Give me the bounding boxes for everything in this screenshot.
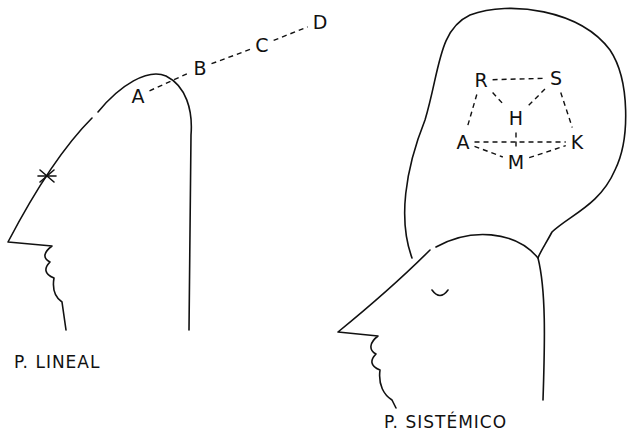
dashed-connector — [493, 78, 545, 79]
dashed-connector — [515, 132, 516, 147]
dashed-connector — [475, 141, 566, 142]
dashed-connector — [212, 49, 251, 63]
letter-node: R — [471, 68, 490, 93]
caption-label: P. LINEAL — [14, 352, 100, 372]
linear-eye — [38, 170, 56, 182]
dashed-connector — [274, 27, 308, 40]
letter-node: M — [505, 150, 527, 175]
letter-node: S — [547, 66, 565, 91]
closed-eye — [432, 290, 448, 296]
letter-label: C — [255, 35, 268, 56]
letter-node: K — [568, 130, 586, 155]
caption-label: P. SISTÉMICO — [384, 412, 507, 432]
letter-node: C — [252, 33, 271, 58]
dashed-connector — [475, 146, 503, 157]
letter-label: D — [313, 12, 328, 33]
letter-label: M — [508, 152, 524, 173]
letter-label: K — [571, 132, 583, 153]
systemic-head-face — [338, 250, 430, 408]
dashed-connector — [561, 92, 573, 127]
letter-label: S — [550, 68, 562, 89]
letter-label: B — [193, 58, 206, 79]
letter-label: R — [474, 70, 487, 91]
letter-node: H — [506, 106, 526, 131]
letter-node: B — [190, 56, 209, 81]
letter-label: H — [509, 108, 523, 129]
letter-label: A — [132, 86, 145, 107]
dashed-connector — [528, 89, 545, 106]
letter-label: A — [457, 132, 470, 153]
linear-head-face — [8, 118, 92, 330]
linear-head-top — [98, 74, 191, 330]
letter-node: D — [310, 10, 331, 35]
dashed-connector — [150, 73, 189, 91]
thought-bubble — [405, 8, 626, 258]
dashed-connector — [493, 93, 504, 105]
systemic-head-back — [436, 235, 544, 400]
letter-node: A — [454, 130, 473, 155]
dashed-connector — [467, 94, 477, 127]
letter-node: A — [129, 84, 148, 109]
dashed-connector — [529, 146, 566, 158]
